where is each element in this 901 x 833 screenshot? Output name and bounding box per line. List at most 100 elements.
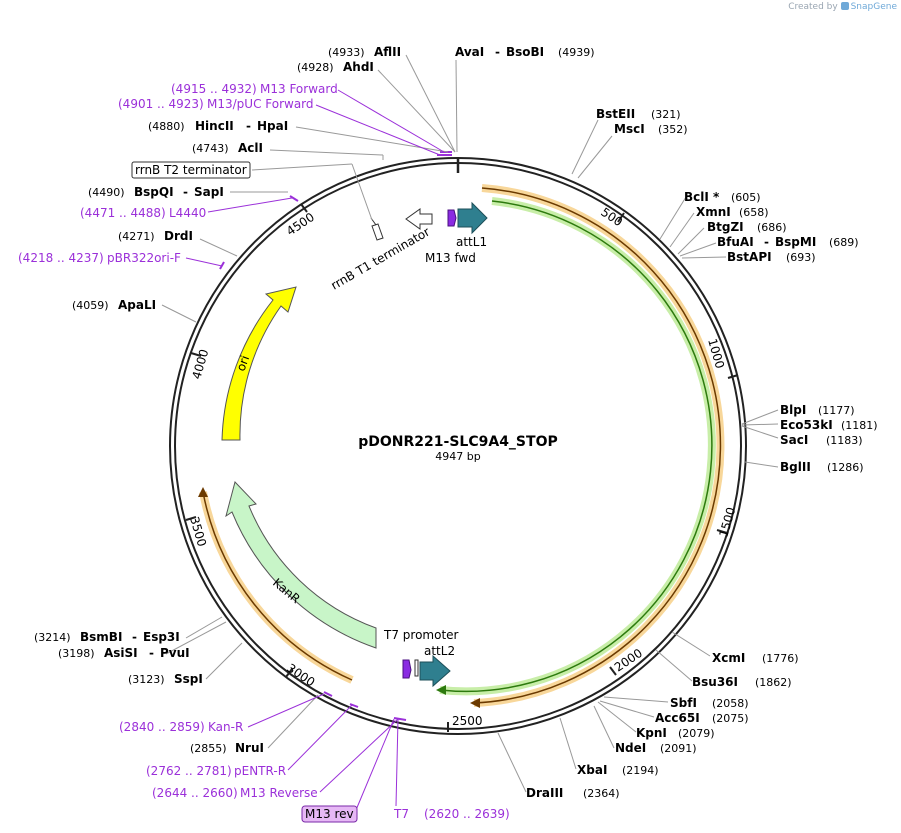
enzyme-name: BstAPI [727,250,772,264]
primer-range: (4915 .. 4932) [171,82,257,96]
m13-rev-badge [301,805,358,823]
enzyme-name: KpnI [636,726,667,740]
enzyme-pos: (2079) [678,727,715,740]
enzyme-name: NdeI [615,741,646,755]
enzyme-name: BspMI [775,235,816,249]
attl1-label: attL1 [456,235,487,249]
tick-marks [185,203,739,732]
attl2-feature: T7 promoter attL2 [383,628,459,688]
enzyme-pos: (4271) [118,230,155,243]
t7-promoter-label: T7 promoter [383,628,459,642]
enzyme-name: ApaLI [118,298,156,312]
primer-range: (4471 .. 4488) [80,206,166,220]
enzyme-pos: (1862) [755,676,792,689]
enzyme-pos: (686) [757,221,787,234]
enzyme-pos: (2091) [660,742,697,755]
snapgene-credit: Created by SnapGene [788,2,897,12]
enzyme-name: BsoBI [506,45,544,59]
enzyme-name: BclI * [684,190,720,204]
enzyme-pos: (2075) [712,712,749,725]
rrnb-t2-label-box [131,161,251,179]
enzyme-sep: - [764,235,769,249]
enzyme-pos: (3123) [128,673,165,686]
primer-name: Kan-R [208,720,243,734]
enzyme-name: DraIII [526,786,563,800]
enzyme-sep: - [246,119,251,133]
enzyme-name: Esp3I [143,630,180,644]
enzyme-name: BsmBI [80,630,122,644]
enzyme-name: XcmI [712,651,745,665]
insert-arc [436,197,716,696]
enzyme-pos: (4928) [297,61,334,74]
enzyme-pos: (4933) [328,46,365,59]
primer-name: M13 Reverse [240,786,318,800]
enzyme-sep: - [495,45,500,59]
tick-label-3000: 3000 [284,661,317,690]
attl2-label: attL2 [424,644,455,658]
enzyme-leader-lines [161,54,779,793]
enzyme-pos: (4880) [148,120,185,133]
rrnb-t1-terminator-feature: rrnB T1 terminator [329,208,433,293]
primer-range: (2840 .. 2859) [119,720,205,734]
enzyme-name: AflII [374,45,401,59]
credit-brand: SnapGene [850,2,897,12]
enzyme-name: NruI [235,741,264,755]
enzyme-pos: (1177) [818,404,855,417]
enzyme-sep: - [132,630,137,644]
enzyme-pos: (2364) [583,787,620,800]
enzyme-pos: (2194) [622,764,659,777]
enzyme-name: BlpI [780,403,806,417]
enzyme-name: AsiSI [104,646,138,660]
enzyme-name: XbaI [577,763,607,777]
enzyme-name: AclI [238,141,263,155]
enzyme-pos: (4059) [72,299,109,312]
enzyme-pos: (3214) [34,631,71,644]
rrnb-t2-terminator-marker [370,217,384,241]
enzyme-name: SapI [194,185,224,199]
enzyme-pos: (605) [731,191,761,204]
primer-name: pBR322ori-F [107,251,181,265]
orf-arc-outer [470,184,725,708]
enzyme-pos: (689) [829,236,859,249]
enzyme-name: AhdI [343,60,374,74]
ori-feature: ori [221,286,297,441]
m13fwd-label: M13 fwd [425,251,476,265]
enzyme-name: AvaI [455,45,484,59]
ori-label: ori [234,354,252,373]
enzyme-name: HpaI [257,119,288,133]
enzyme-pos: (693) [786,251,816,264]
orf-arc-left [198,487,354,684]
primer-name: M13 Forward [260,82,338,96]
enzyme-name: SbfI [670,696,697,710]
enzyme-name: BspQI [134,185,174,199]
primer-range: (2620 .. 2639) [424,807,510,821]
plasmid-backbone [169,157,747,735]
enzyme-sep: - [149,646,154,660]
enzyme-pos: (2855) [190,742,227,755]
rrnb-t2-label: rrnB T2 terminator [135,163,247,177]
enzyme-pos: (352) [658,123,688,136]
primer-leader-lines [185,89,445,811]
credit-prefix: Created by [788,2,838,12]
primer-range: (4901 .. 4923) [118,97,204,111]
enzyme-name: Bsu36I [692,675,738,689]
primer-range: (4218 .. 4237) [18,251,104,265]
enzyme-name: PvuI [160,646,190,660]
enzyme-pos: (1181) [841,419,878,432]
snapgene-logo-icon [840,2,849,10]
enzyme-pos: (658) [739,206,769,219]
tick-label-2500: 2500 [452,714,483,728]
enzyme-pos: (1776) [762,652,799,665]
enzyme-pos: (4743) [192,142,229,155]
plasmid-length: 4947 bp [435,450,480,463]
plasmid-name: pDONR221-SLC9A4_STOP [358,434,557,450]
attl1-feature: attL1 M13 fwd [425,201,488,265]
enzyme-name: Acc65I [655,711,700,725]
primer-name: T7 [393,807,409,821]
enzyme-name: MscI [614,122,645,136]
enzyme-pos: (3198) [58,647,95,660]
enzyme-pos: (4490) [88,186,125,199]
primer-range: (2644 .. 2660) [152,786,238,800]
enzyme-name: BfuAI [717,235,754,249]
